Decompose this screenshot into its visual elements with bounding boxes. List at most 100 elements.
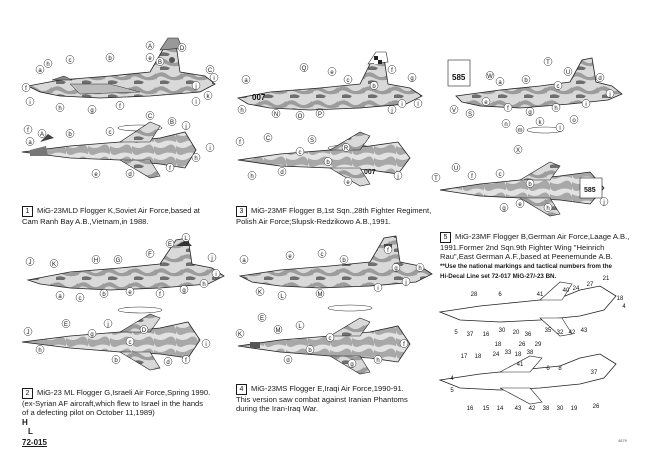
aircraft-1-profile [26, 37, 216, 132]
callout-label: i [401, 102, 402, 108]
callout-label: b [114, 358, 118, 364]
callout-circle [325, 333, 335, 342]
callout-circle [25, 137, 35, 146]
callout-circle [113, 255, 123, 264]
callout-circle [401, 277, 411, 286]
callout-circle [295, 111, 305, 120]
callout-label: f [185, 358, 187, 364]
callout-circle [343, 75, 353, 84]
callout-circle [307, 135, 317, 144]
callout-label: i [585, 102, 586, 108]
callout-circle [43, 59, 53, 68]
callout-label: c [69, 58, 72, 64]
callout-label: a [38, 68, 42, 74]
callout-label: C [148, 114, 153, 120]
callout-label: j [106, 322, 108, 328]
callout-circle [283, 355, 293, 364]
callout-label: F [148, 252, 152, 258]
callout-label: 41 [517, 362, 524, 368]
aircraft-1-planform [21, 121, 197, 179]
callout-label: f [403, 342, 405, 348]
callout-label: i [29, 100, 30, 106]
callout-circle [515, 125, 525, 134]
callout-circle [49, 259, 59, 268]
callout-label: f [159, 292, 161, 298]
german-fin-number-2: 585 [584, 187, 596, 194]
callout-label: D [142, 328, 147, 334]
callout-circle [105, 127, 115, 136]
caption-number-1: 1 [22, 206, 33, 217]
callout-circle [247, 171, 257, 180]
callout-circle [501, 119, 511, 128]
callout-label: h [546, 206, 549, 212]
callout-label: h [202, 282, 205, 288]
callout-circle [87, 105, 97, 114]
german-fin-number: 585 [452, 73, 466, 82]
callout-circle [87, 329, 97, 338]
callout-circle [145, 111, 155, 120]
callout-circle [553, 81, 563, 90]
callout-label: l [559, 126, 560, 132]
callout-label: b [308, 348, 312, 354]
brand-letter-l: L [28, 427, 33, 436]
callout-circle [155, 57, 165, 66]
callout-circle [179, 285, 189, 294]
callout-circle [569, 115, 579, 124]
callout-label: T [434, 176, 438, 182]
callout-label: D [180, 46, 185, 52]
callout-circle [277, 291, 287, 300]
caption-number-2: 2 [22, 388, 33, 399]
callout-label: 6 [498, 292, 502, 298]
callout-circle [155, 289, 165, 298]
callout-circle [65, 129, 75, 138]
callout-circle [299, 63, 309, 72]
callout-circle [387, 65, 397, 74]
callout-circle [525, 107, 535, 116]
callout-label: 19 [571, 406, 578, 412]
callout-label: i [377, 286, 378, 292]
callout-circle [191, 97, 201, 106]
callout-label: 20 [513, 330, 520, 336]
callout-label: e [330, 70, 334, 76]
callout-label: g [410, 76, 413, 82]
callout-label: U [566, 70, 570, 76]
callout-label: g [502, 206, 505, 212]
callout-circle [315, 109, 325, 118]
stencil-diagram-top [438, 281, 617, 337]
callout-circle [295, 147, 305, 156]
callout-label: f [471, 174, 473, 180]
callout-label: g [182, 288, 185, 294]
callout-label: h [46, 62, 49, 68]
callout-label: 43 [515, 406, 522, 412]
callout-circle [139, 325, 149, 334]
callout-label: d [128, 172, 131, 178]
callout-label: b [102, 292, 106, 298]
callout-circle [343, 177, 353, 186]
callout-label: R [344, 146, 349, 152]
callout-label: b [68, 132, 72, 138]
callout-label: 18 [475, 354, 482, 360]
callout-circle [237, 105, 247, 114]
callout-circle [551, 103, 561, 112]
callout-circle [181, 355, 191, 364]
callout-label: 16 [467, 406, 474, 412]
callout-label: 6 [546, 366, 550, 372]
callout-label: c [79, 296, 82, 302]
callout-label: c [329, 336, 332, 342]
caption-5-note-2: Hi-Decal Line set 72-017 MiG-27/-23 BN. [440, 272, 557, 280]
callout-circle [563, 67, 573, 76]
callout-label: m [518, 128, 523, 134]
caption-3-line-2: Polish Air Force;Slupsk-Redzikowo A.B.,1… [236, 217, 391, 226]
callout-circle [451, 163, 461, 172]
callout-label: h [38, 348, 41, 354]
callout-label: b [372, 84, 376, 90]
callout-circle [481, 97, 491, 106]
callout-circle [55, 291, 65, 300]
callout-label: 24 [573, 286, 580, 292]
callout-label: g [90, 108, 93, 114]
callout-circle [125, 337, 135, 346]
callout-circle [499, 203, 509, 212]
callout-circle [65, 55, 75, 64]
callout-label: 38 [543, 406, 550, 412]
